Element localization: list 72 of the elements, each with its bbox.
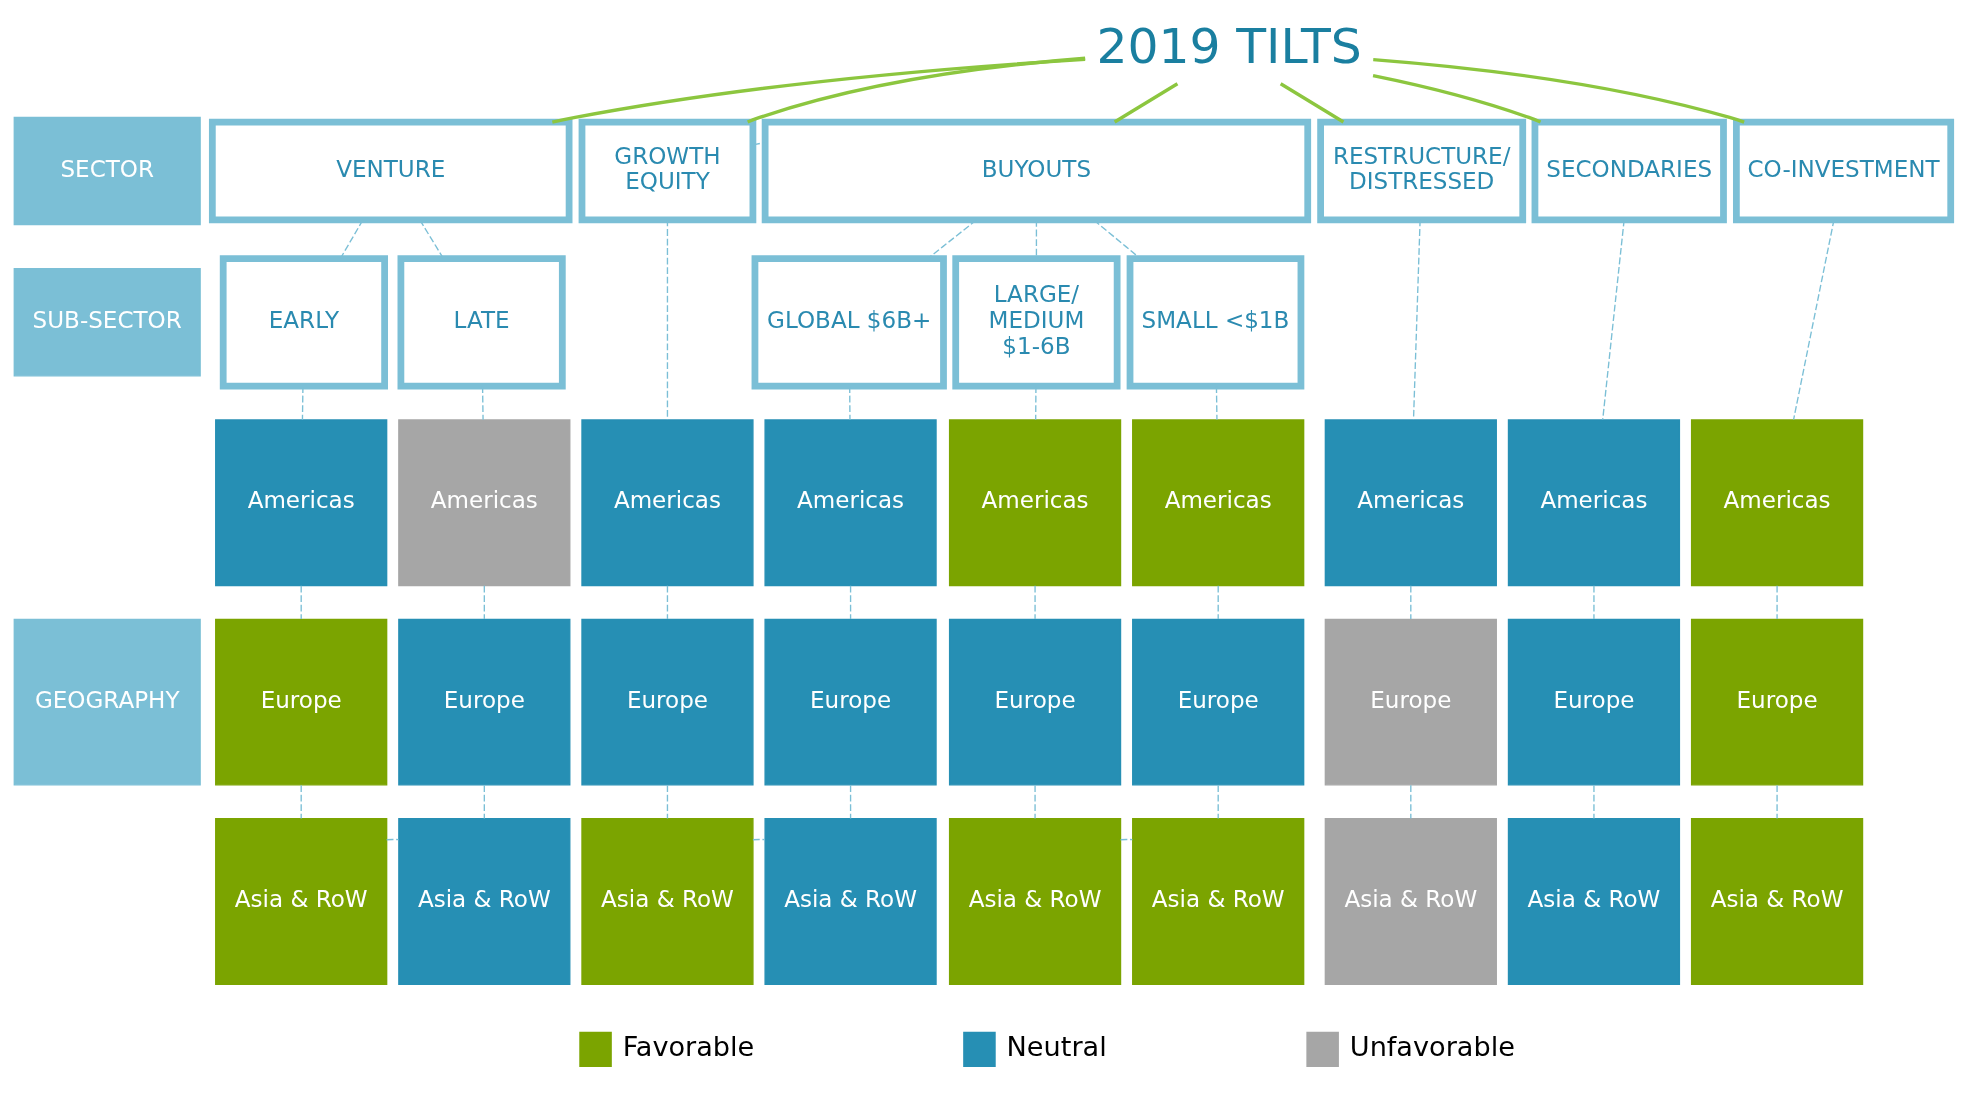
node-box: CO-INVESTMENT — [1733, 118, 1955, 224]
node-box: Americas — [1507, 419, 1681, 587]
node-box: Europe — [1132, 618, 1305, 786]
connector — [1410, 585, 1412, 620]
connector — [666, 784, 669, 820]
connector — [666, 585, 669, 620]
connector — [1217, 585, 1219, 620]
node-box: Asia & RoW — [581, 818, 754, 985]
node-box: Americas — [398, 419, 571, 587]
node-box: Europe — [1507, 618, 1681, 786]
node-box: Asia & RoW — [1507, 818, 1681, 985]
node-box: Asia & RoW — [1132, 818, 1305, 985]
node-box: Europe — [948, 618, 1122, 786]
connector — [1373, 57, 1745, 124]
connector — [386, 838, 400, 841]
node-box: SUB-SECTOR — [13, 268, 201, 377]
node-box: GLOBAL $6B+ — [751, 255, 947, 390]
node-box: Americas — [1324, 419, 1497, 587]
node-box: Asia & RoW — [764, 818, 937, 985]
node-box: Europe — [581, 618, 754, 786]
node-box: LARGE/ MEDIUM $1-6B — [952, 255, 1121, 390]
connector — [1776, 585, 1778, 620]
connector — [1593, 784, 1595, 820]
node-box: Americas — [581, 419, 754, 587]
node-text: 2019 TILTS — [1096, 17, 1362, 75]
node-box: Asia & RoW — [948, 818, 1122, 985]
node-box: RESTRUCTURE/ DISTRESSED — [1317, 118, 1527, 224]
connector — [1034, 784, 1036, 820]
connector — [483, 585, 485, 620]
node-box: LATE — [397, 255, 566, 390]
legend-label: Neutral — [1006, 1031, 1107, 1063]
connector — [1119, 838, 1134, 841]
connector — [1034, 585, 1036, 620]
node-box: GEOGRAPHY — [13, 618, 201, 786]
node-box: Europe — [764, 618, 937, 786]
connector — [1593, 585, 1595, 620]
connector — [1410, 784, 1412, 820]
node-box: Europe — [1324, 618, 1497, 786]
connector — [483, 784, 485, 820]
node-box: SECTOR — [13, 116, 201, 226]
node-box: Europe — [398, 618, 571, 786]
node-box: BUYOUTS — [761, 118, 1312, 224]
node-box: Americas — [1690, 419, 1864, 587]
node-box: Americas — [948, 419, 1122, 587]
node-box: Europe — [1690, 618, 1864, 786]
node-box: Asia & RoW — [1324, 818, 1497, 985]
connector — [849, 784, 852, 820]
node-box: SMALL <$1B — [1126, 255, 1305, 390]
connector — [551, 57, 1086, 124]
connector — [300, 585, 302, 620]
connector — [1776, 784, 1778, 820]
node-box: Europe — [215, 618, 388, 786]
connector — [1279, 82, 1345, 124]
connector — [1372, 73, 1542, 124]
connector — [752, 838, 766, 841]
connector — [1217, 784, 1219, 820]
connector — [849, 585, 852, 620]
node-box: VENTURE — [208, 118, 573, 224]
connector — [1113, 82, 1179, 124]
node-box: Americas — [764, 419, 937, 587]
connector — [300, 784, 302, 820]
node-box: Americas — [1132, 419, 1305, 587]
node-box: EARLY — [219, 255, 388, 390]
connector — [747, 56, 1086, 124]
node-box: SECONDARIES — [1531, 118, 1727, 224]
legend-label: Favorable — [622, 1031, 755, 1063]
node-box: GROWTH EQUITY — [578, 118, 757, 224]
node-box: Asia & RoW — [215, 818, 388, 985]
legend-label: Unfavorable — [1349, 1031, 1515, 1063]
node-box: Asia & RoW — [398, 818, 571, 985]
node-box: Americas — [215, 419, 388, 587]
node-box: Asia & RoW — [1690, 818, 1864, 985]
